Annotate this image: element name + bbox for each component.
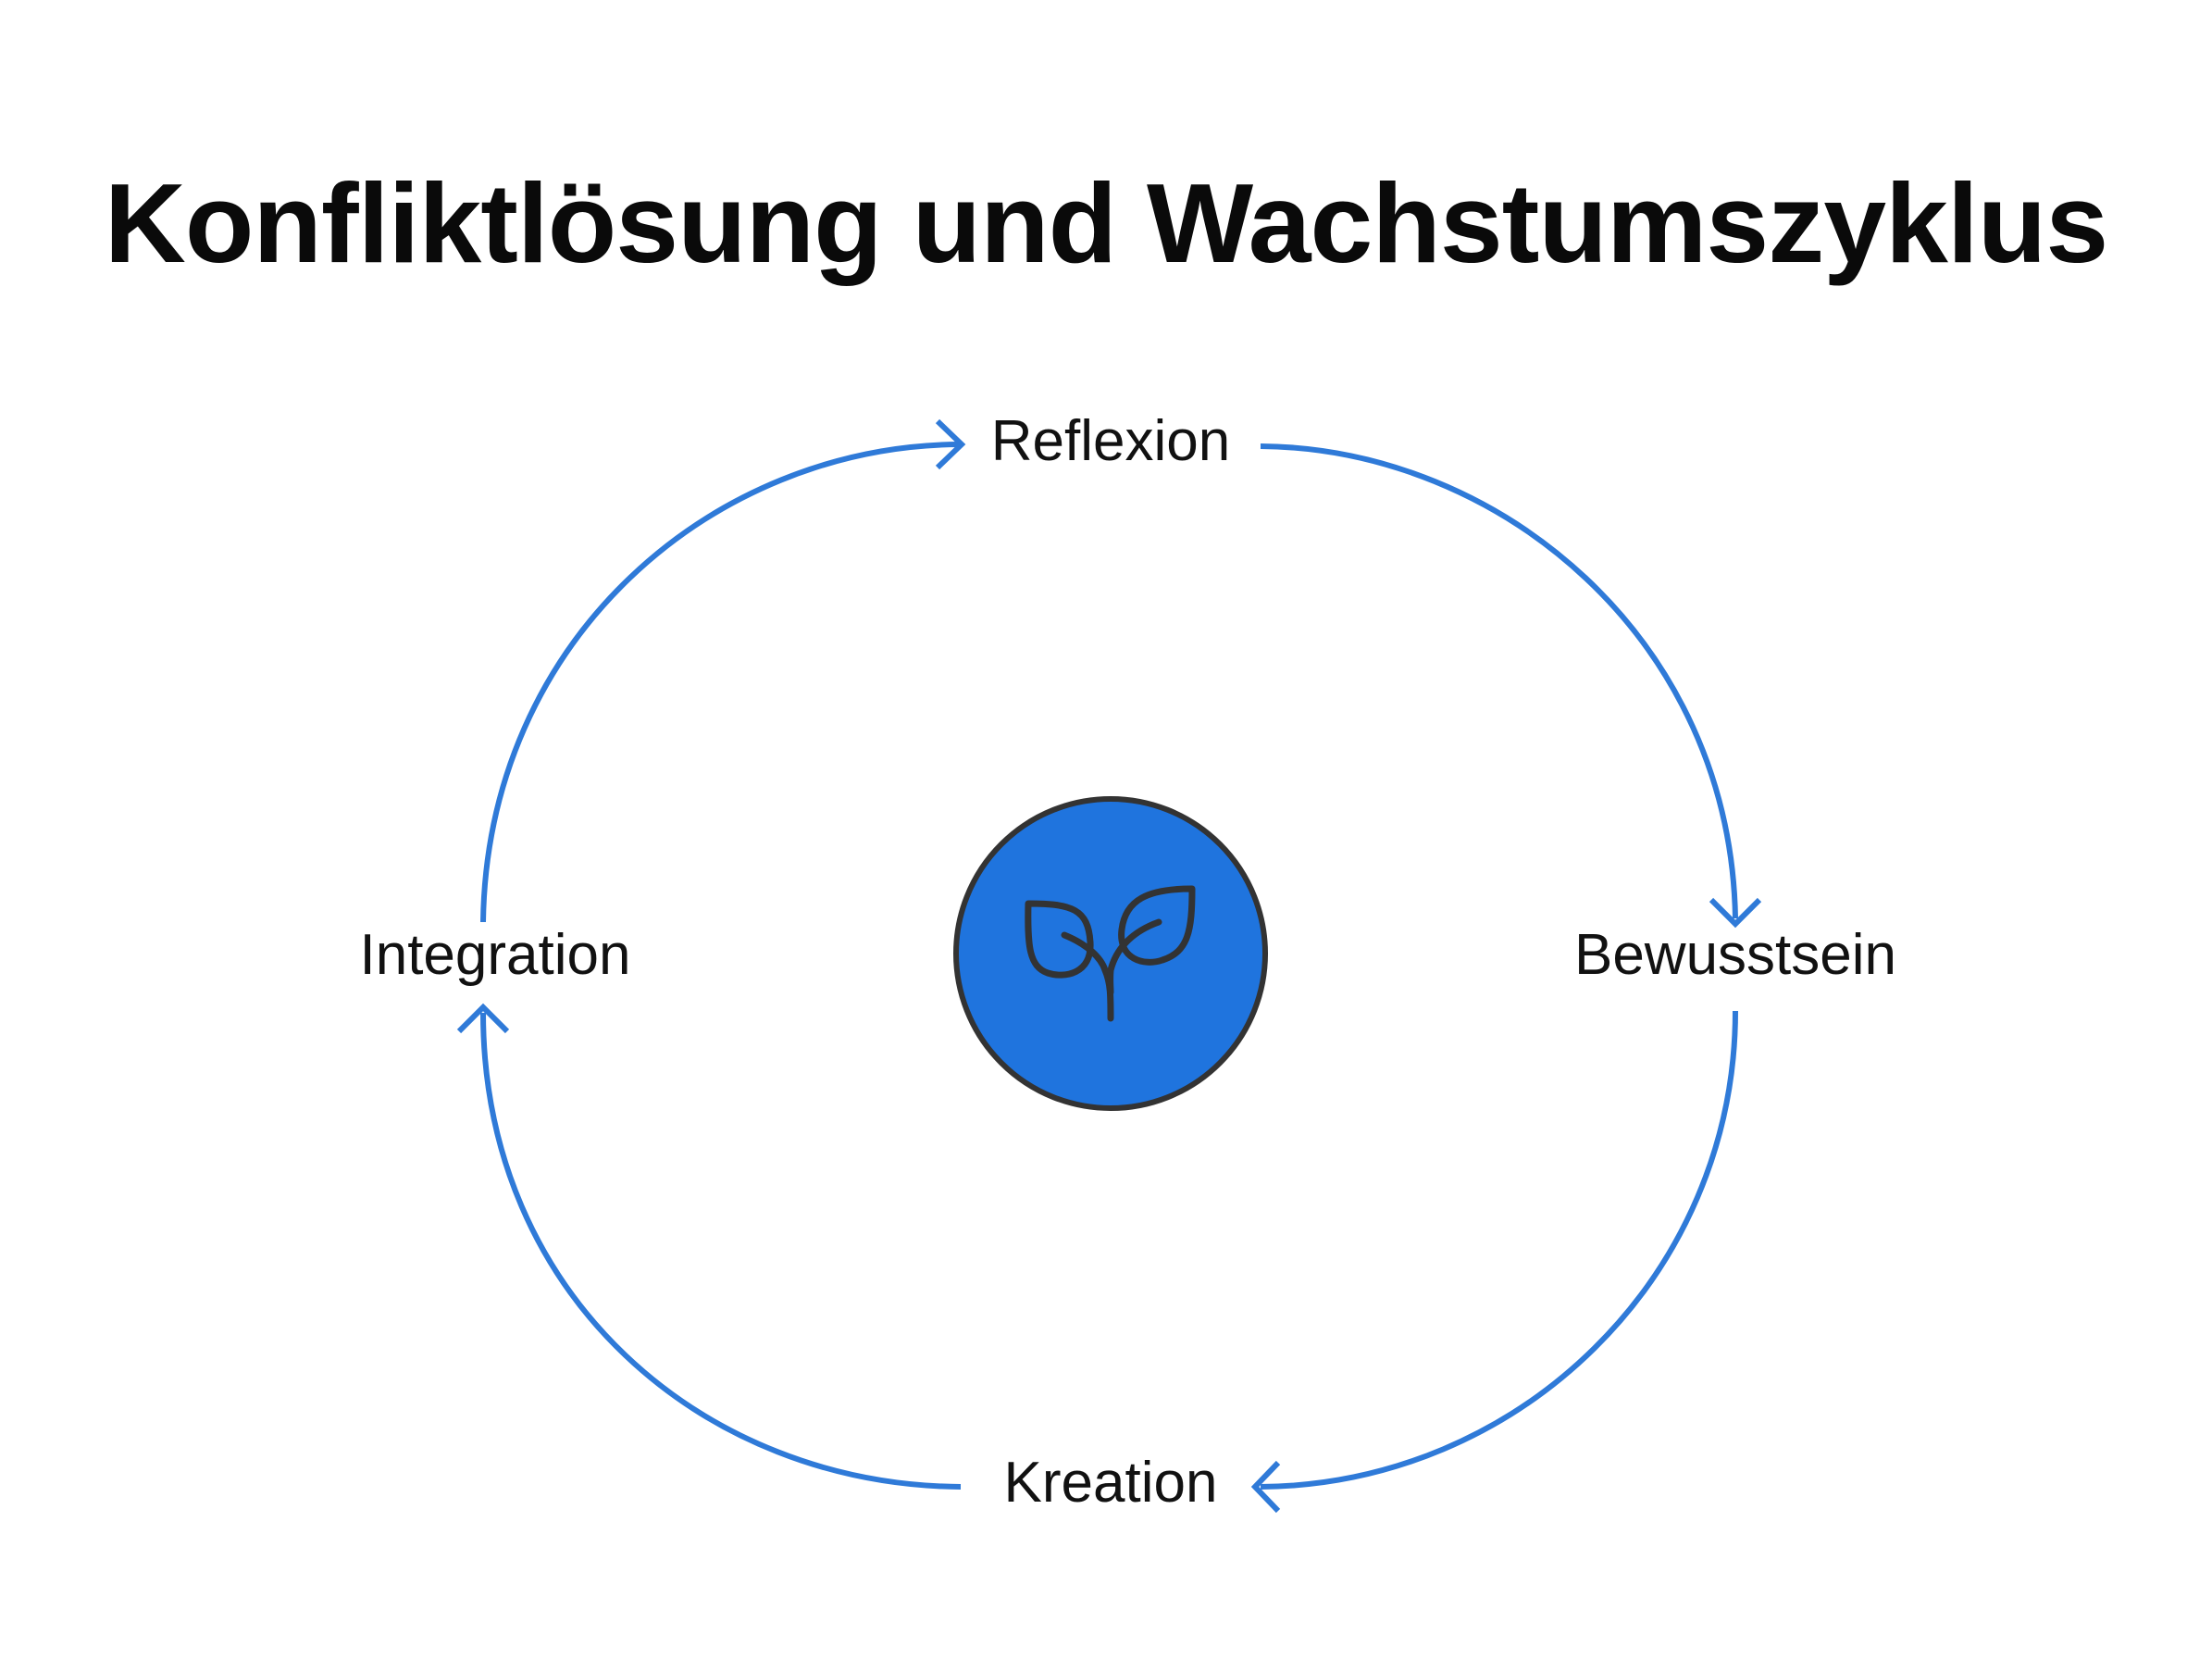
arrowhead-bewusstsein bbox=[1709, 897, 1762, 929]
center-circle bbox=[953, 796, 1268, 1111]
arrowhead-integration bbox=[456, 1003, 510, 1034]
arrow-bewusstsein-to-kreation bbox=[1260, 1010, 1738, 1490]
cycle-label-bewusstsein: Bewusstsein bbox=[1574, 923, 1896, 987]
cycle-label-integration: Integration bbox=[360, 923, 631, 987]
cycle-label-kreation: Kreation bbox=[1004, 1451, 1218, 1515]
arrowhead-kreation bbox=[1250, 1460, 1281, 1514]
cycle-label-reflexion: Reflexion bbox=[991, 409, 1230, 473]
arrowhead-reflexion bbox=[935, 418, 966, 470]
arrow-reflexion-to-bewusstsein bbox=[1260, 443, 1738, 919]
diagram-title: Konfliktlösung und Wachstumszyklus bbox=[104, 160, 2108, 286]
sprout-icon bbox=[1025, 885, 1196, 1022]
arrow-kreation-to-integration bbox=[480, 1012, 962, 1490]
arrow-integration-to-reflexion bbox=[480, 442, 960, 923]
